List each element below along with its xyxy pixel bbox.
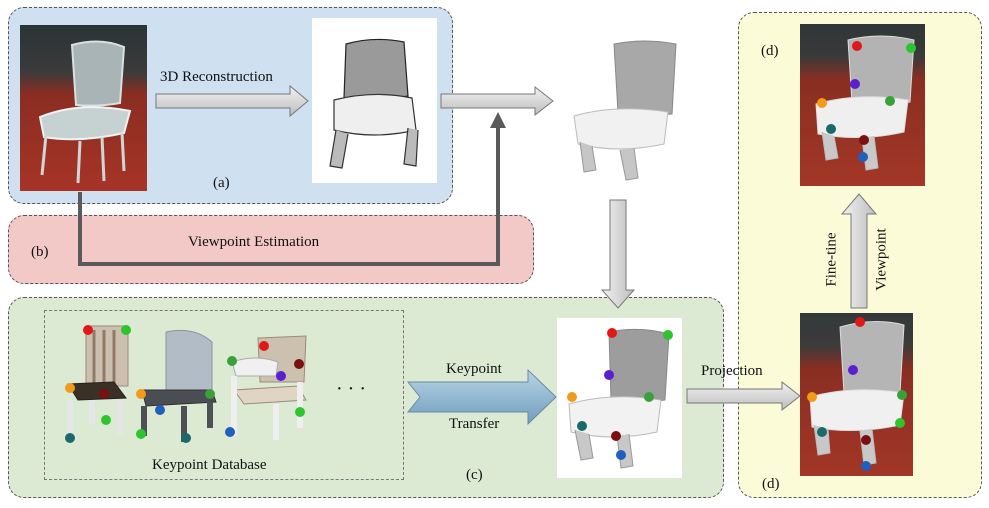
keypoint-dot: [121, 325, 131, 335]
keypoint-dot: [861, 461, 871, 471]
input-chair-photo: [20, 25, 147, 191]
keypoint-dot: [807, 392, 817, 402]
keypoint-dot: [855, 317, 865, 327]
panel-b-viewpoint-estimation: [8, 215, 534, 284]
keypoint-dot: [83, 325, 93, 335]
keypoint-dot: [99, 389, 109, 399]
keypoint-dot: [181, 433, 191, 443]
keypoint-dot: [850, 79, 860, 89]
keypoint-dot: [225, 427, 235, 437]
keypoint-dot: [155, 405, 165, 415]
keypoint-dot: [897, 390, 907, 400]
projection-label: Projection: [701, 363, 763, 379]
keypoint-dot: [859, 135, 869, 145]
keypoint-dot: [852, 41, 862, 51]
finetune-arrow: [840, 193, 878, 309]
keypoint-dot: [607, 328, 617, 338]
viewpoint-estimation-label: Viewpoint Estimation: [188, 234, 320, 250]
transfer-label-bottom: Transfer: [449, 416, 500, 432]
viewpoint-estimation-arrowhead: [490, 112, 506, 128]
keypoint-dot: [663, 330, 673, 340]
keypoint-dot: [817, 427, 827, 437]
to-reconstructed-chair-arrow: [440, 85, 554, 117]
keypoint-dot: [895, 418, 905, 428]
keypoint-dot: [136, 389, 146, 399]
keypoint-dot: [294, 359, 304, 369]
panel-a-tag: (a): [213, 175, 230, 191]
keypoint-dot: [136, 429, 146, 439]
reconstruction-arrow: [155, 84, 309, 118]
keypoint-dot: [848, 365, 858, 375]
database-chair-gray: [141, 329, 217, 442]
keypoint-dot: [604, 370, 614, 380]
reconstruction-render: [312, 18, 437, 183]
panel-c-tag: (c): [466, 467, 483, 483]
keypoint-dot: [611, 431, 621, 441]
keypoint-dot: [577, 421, 587, 431]
keypoint-dot: [205, 389, 215, 399]
keypoint-database-label: Keypoint Database: [152, 457, 267, 473]
panel-d-tag-bottom: (d): [762, 476, 780, 492]
keypoint-dot: [644, 392, 654, 402]
database-ellipsis: · · ·: [336, 378, 366, 400]
keypoint-dot: [858, 152, 868, 162]
keypoint-dot: [817, 98, 827, 108]
projection-arrow: [686, 380, 801, 412]
transfer-label-top: Keypoint: [446, 361, 502, 377]
finetune-label: Fine-tine: [823, 232, 840, 287]
keypoint-dot: [65, 433, 75, 443]
keypoint-dot: [906, 43, 916, 53]
keypoint-dot: [276, 371, 286, 381]
projected-chair-photo: [800, 313, 913, 476]
database-chair-ladder: [67, 325, 129, 438]
database-chair-arm: [231, 335, 307, 440]
down-arrow: [600, 199, 636, 309]
keypoint-dot: [826, 124, 836, 134]
keypoint-dot: [101, 415, 111, 425]
keypoint-dot: [616, 450, 626, 460]
reconstructed-chair: [560, 30, 690, 190]
reconstruction-label: 3D Reconstruction: [160, 69, 273, 85]
keypoint-dot: [295, 407, 305, 417]
keypoint-markers: [65, 41, 916, 471]
viewpoint-label: Viewpoint: [873, 228, 890, 291]
keypoint-dot: [567, 392, 577, 402]
keypoint-dot: [259, 341, 269, 351]
keypoint-database-box: [44, 310, 404, 480]
keypoint-dot: [227, 356, 237, 366]
panel-d-tag: (d): [761, 43, 779, 59]
keypoint-dot: [861, 435, 871, 445]
viewpoint-estimation-line: [78, 124, 500, 266]
keypoint-dot: [65, 383, 75, 393]
keypoint-dot: [885, 96, 895, 106]
panel-b-tag: (b): [31, 244, 49, 260]
keypoint-transfer-arrow: [406, 368, 557, 426]
